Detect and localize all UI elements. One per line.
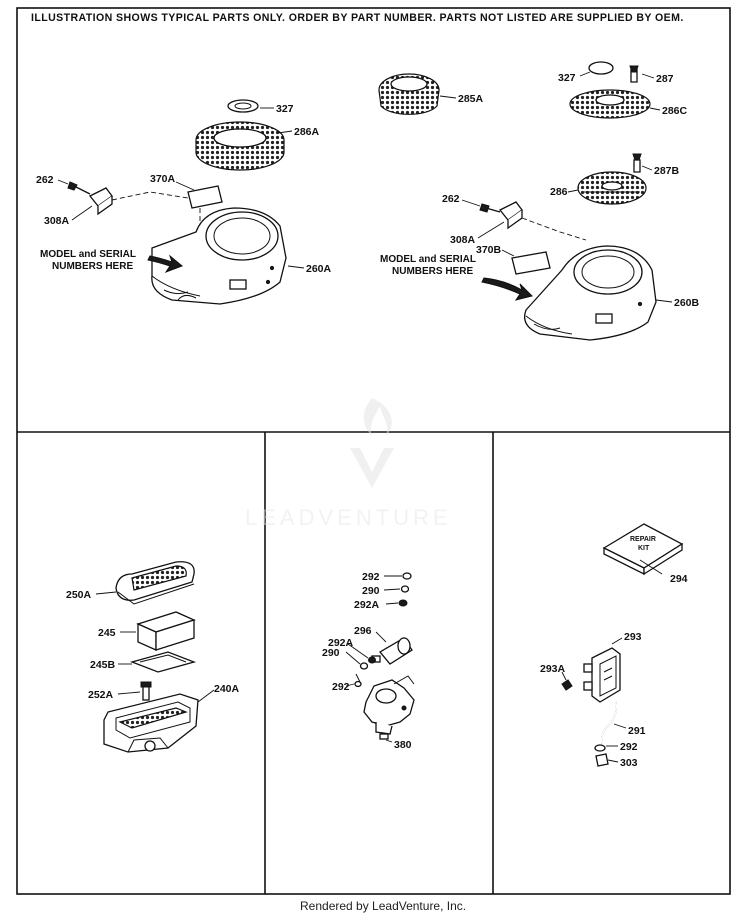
repair-kit-text-1: REPAIR <box>630 536 656 543</box>
label-287: 287 <box>656 73 674 85</box>
part-252a-screw <box>140 681 152 701</box>
label-290-top: 290 <box>362 585 380 597</box>
label-245b: 245B <box>90 659 116 671</box>
part-370a-decal <box>187 185 223 209</box>
part-308a-bracket-left <box>88 187 113 216</box>
label-327-left: 327 <box>276 103 294 115</box>
label-380: 380 <box>394 739 412 751</box>
part-285a-screen <box>378 73 440 115</box>
label-292a-mid: 292A <box>328 637 354 649</box>
label-327-right: 327 <box>558 72 576 84</box>
footer-credit: Rendered by LeadVenture, Inc. <box>300 899 466 913</box>
label-292-right: 292 <box>620 741 638 753</box>
part-262-screw-left <box>67 181 91 195</box>
label-292-mid: 292 <box>332 681 350 693</box>
part-287b-screw <box>632 153 642 173</box>
part-303-fitting <box>595 753 609 767</box>
label-290-mid: 290 <box>322 647 340 659</box>
label-370a: 370A <box>150 173 176 185</box>
part-260a-blower-housing <box>151 207 287 305</box>
label-308a-left: 308A <box>44 215 70 227</box>
watermark-logo: LEADVENTURE <box>245 398 452 530</box>
part-262-screw-right <box>479 203 501 213</box>
label-250a: 250A <box>66 589 92 601</box>
label-291: 291 <box>628 725 646 737</box>
diagram-frame <box>16 7 731 895</box>
label-292-top: 292 <box>362 571 380 583</box>
part-287-screw <box>629 65 639 83</box>
part-292-clamp <box>594 744 606 752</box>
part-380-carburetor <box>363 675 415 740</box>
label-240a: 240A <box>214 683 240 695</box>
part-286c-screen <box>569 89 651 119</box>
part-293a-screw <box>561 679 573 691</box>
repair-kit-text-2: KIT <box>638 545 650 552</box>
part-245-element <box>136 611 196 652</box>
label-260a: 260A <box>306 263 332 275</box>
part-327-washer-left <box>227 99 259 113</box>
label-286c: 286C <box>662 105 688 117</box>
label-286: 286 <box>550 186 568 198</box>
label-293a: 293A <box>540 663 566 675</box>
part-296-fuel-pump <box>371 637 413 665</box>
part-286-screen <box>577 171 647 205</box>
label-292a-top: 292A <box>354 599 380 611</box>
part-294-repair-kit: REPAIR KIT <box>602 523 684 576</box>
label-293: 293 <box>624 631 642 643</box>
label-262-left: 262 <box>36 174 54 186</box>
part-260b-blower-housing <box>523 245 657 341</box>
label-262-right: 262 <box>442 193 460 205</box>
part-292-gasket-mid <box>354 673 362 688</box>
part-308a-bracket-right <box>498 201 523 230</box>
part-286a-screen <box>195 121 285 171</box>
svg-text:MODEL and SERIAL: MODEL and SERIAL <box>380 254 476 265</box>
part-245b-prefilter <box>129 651 197 673</box>
part-250a-cover <box>115 561 195 605</box>
label-245: 245 <box>98 627 116 639</box>
part-290-292a-seals <box>359 656 376 670</box>
note-model-serial-right: MODEL and SERIAL NUMBERS HERE <box>380 254 476 277</box>
part-290-seal-top <box>400 585 410 593</box>
part-240a-base <box>103 693 199 753</box>
label-370b: 370B <box>476 244 502 256</box>
part-291-fuel-line <box>600 701 618 745</box>
part-293-fuel-pump <box>583 647 621 703</box>
svg-text:MODEL and SERIAL: MODEL and SERIAL <box>40 249 136 260</box>
part-327-washer-right <box>588 61 614 75</box>
label-303: 303 <box>620 757 638 769</box>
part-292-gasket-top <box>402 572 412 580</box>
label-285a: 285A <box>458 93 484 105</box>
label-287b: 287B <box>654 165 680 177</box>
watermark-text: LEADVENTURE <box>245 505 452 530</box>
svg-text:NUMBERS HERE: NUMBERS HERE <box>392 266 473 277</box>
part-292a-fitting-top <box>398 599 408 607</box>
label-294: 294 <box>670 573 688 585</box>
label-296: 296 <box>354 625 372 637</box>
label-252a: 252A <box>88 689 114 701</box>
label-260b: 260B <box>674 297 700 309</box>
header-note: ILLUSTRATION SHOWS TYPICAL PARTS ONLY. O… <box>31 12 684 24</box>
note-model-serial-left: MODEL and SERIAL NUMBERS HERE <box>40 249 136 272</box>
label-286a: 286A <box>294 126 320 138</box>
label-308a-right: 308A <box>450 234 476 246</box>
svg-text:NUMBERS HERE: NUMBERS HERE <box>52 261 133 272</box>
part-370b-decal <box>511 251 551 275</box>
